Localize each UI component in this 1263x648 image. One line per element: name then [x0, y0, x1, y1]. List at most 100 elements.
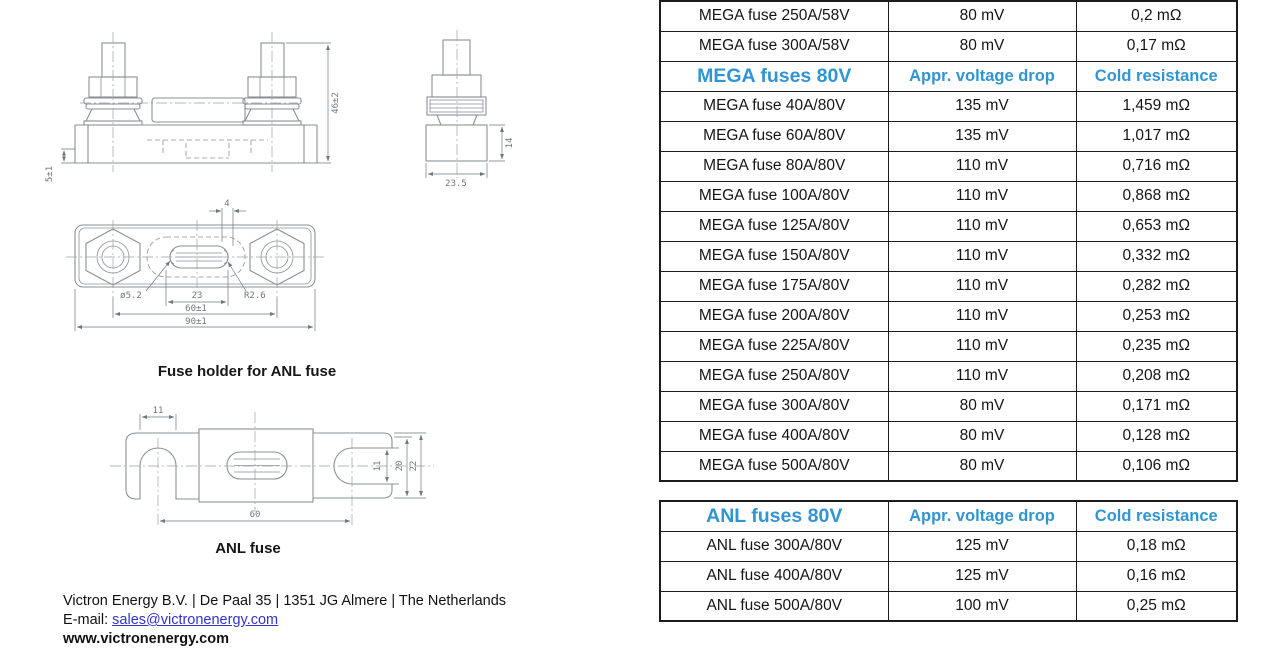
dim-slot-end: 4 — [224, 199, 229, 209]
table-cell: MEGA fuse 175A/80V — [659, 270, 889, 302]
table-cell: 110 mV — [887, 300, 1077, 332]
table-cell: 0,25 mΩ — [1075, 590, 1238, 622]
table-cell: MEGA fuse 250A/58V — [659, 0, 889, 32]
fuse-holder-front-drawing: 46±2 5±1 — [45, 32, 341, 182]
table-cell: 110 mV — [887, 150, 1077, 182]
dim-slot-width: 11 — [373, 461, 383, 472]
table-cell: 0,208 mΩ — [1075, 360, 1238, 392]
table-cell: 135 mV — [887, 120, 1077, 152]
dim-step: 5±1 — [45, 166, 55, 182]
table-cell: ANL fuse 400A/80V — [659, 560, 889, 592]
fuse-holder-side-drawing: 23.5 14 — [425, 30, 515, 189]
table-cell: MEGA fuse 60A/80V — [659, 120, 889, 152]
header-cell: ANL fuses 80V — [659, 500, 889, 532]
table-cell: MEGA fuse 200A/80V — [659, 300, 889, 332]
table-cell: 0,235 mΩ — [1075, 330, 1238, 362]
table-cell: 0,282 mΩ — [1075, 270, 1238, 302]
table-cell: ANL fuse 300A/80V — [659, 530, 889, 562]
company-address: Victron Energy B.V. | De Paal 35 | 1351 … — [63, 593, 507, 609]
table-cell: MEGA fuse 400A/80V — [659, 420, 889, 452]
dim-hole-dia: ø5.2 — [120, 291, 142, 301]
table-cell: 80 mV — [887, 420, 1077, 452]
table-cell: MEGA fuse 40A/80V — [659, 90, 889, 122]
website: www.victronenergy.com — [63, 631, 229, 647]
header-cell: MEGA fuses 80V — [659, 60, 889, 92]
table-cell: 110 mV — [887, 240, 1077, 272]
dim-base-height: 14 — [505, 138, 515, 149]
table-cell: 80 mV — [887, 450, 1077, 482]
dim-inner-height: 20 — [395, 461, 405, 472]
footer: Victron Energy B.V. | De Paal 35 | 1351 … — [63, 592, 506, 648]
table-cell: MEGA fuse 500A/80V — [659, 450, 889, 482]
table-cell: 100 mV — [887, 590, 1077, 622]
table-cell: 0,106 mΩ — [1075, 450, 1238, 482]
table-cell: 110 mV — [887, 210, 1077, 242]
table-cell: 0,653 mΩ — [1075, 210, 1238, 242]
table-cell: 0,2 mΩ — [1075, 0, 1238, 32]
fuse-holder-top-drawing: 4 ø5.2 R2.6 23 60±1 90±1 — [66, 199, 324, 331]
table-cell: 80 mV — [887, 390, 1077, 422]
table-cell: 110 mV — [887, 180, 1077, 212]
table-cell: 0,171 mΩ — [1075, 390, 1238, 422]
table-cell: MEGA fuse 225A/80V — [659, 330, 889, 362]
anl-fuse-drawing: 11 60 11 20 22 — [110, 406, 434, 528]
table-cell: ANL fuse 500A/80V — [659, 590, 889, 622]
table-cell: 0,253 mΩ — [1075, 300, 1238, 332]
table-cell: 110 mV — [887, 270, 1077, 302]
table-cell: 0,128 mΩ — [1075, 420, 1238, 452]
email-label: E-mail: — [63, 612, 113, 628]
table-cell: 0,16 mΩ — [1075, 560, 1238, 592]
table-cell: 125 mV — [887, 560, 1077, 592]
header-cell: Appr. voltage drop — [887, 60, 1077, 92]
anl-fuse-caption: ANL fuse — [215, 540, 281, 557]
table-cell: 110 mV — [887, 360, 1077, 392]
table-cell: MEGA fuse 100A/80V — [659, 180, 889, 212]
dim-bolt-spacing: 60±1 — [185, 304, 207, 314]
table-cell: 1,459 mΩ — [1075, 90, 1238, 122]
table-cell: 110 mV — [887, 330, 1077, 362]
dim-height: 46±2 — [331, 92, 341, 114]
table-cell: 0,18 mΩ — [1075, 530, 1238, 562]
table-cell: 80 mV — [887, 0, 1077, 32]
table-cell: MEGA fuse 300A/80V — [659, 390, 889, 422]
email-link[interactable]: sales@victronenergy.com — [112, 612, 279, 628]
header-cell: Cold resistance — [1075, 500, 1238, 532]
table-cell: 80 mV — [887, 30, 1077, 62]
dim-slot-span: 23 — [192, 291, 203, 301]
table-cell: MEGA fuse 80A/80V — [659, 150, 889, 182]
dim-bolt-spacing: 60 — [250, 510, 261, 520]
table-cell: MEGA fuse 250A/80V — [659, 360, 889, 392]
table-cell: 0,716 mΩ — [1075, 150, 1238, 182]
header-cell: Cold resistance — [1075, 60, 1238, 92]
table-cell: MEGA fuse 150A/80V — [659, 240, 889, 272]
table-cell: 0,332 mΩ — [1075, 240, 1238, 272]
table-cell: MEGA fuse 125A/80V — [659, 210, 889, 242]
dim-overall-height: 22 — [409, 461, 419, 472]
table-cell: 135 mV — [887, 90, 1077, 122]
table-cell: 1,017 mΩ — [1075, 120, 1238, 152]
fuse-holder-caption: Fuse holder for ANL fuse — [157, 363, 337, 380]
